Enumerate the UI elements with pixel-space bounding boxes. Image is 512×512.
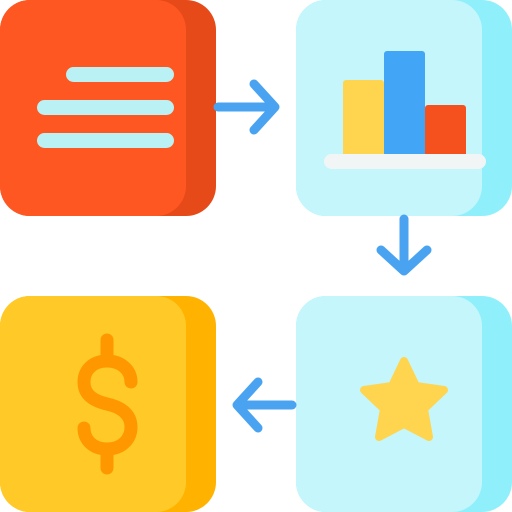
document-line [37, 133, 174, 148]
arrow-left-icon [232, 377, 297, 433]
arrow-right-icon [213, 79, 280, 135]
money-tile [0, 296, 216, 512]
chart-bar [343, 80, 384, 158]
chart-bar [384, 51, 425, 158]
rating-tile [296, 296, 512, 512]
chart-baseline [324, 154, 486, 169]
document-line [37, 100, 174, 115]
star-icon [360, 357, 448, 441]
dollar-sign-icon [77, 333, 138, 475]
bar-chart-icon [343, 51, 466, 158]
arrow-down-icon [376, 214, 432, 276]
chart-bar [425, 105, 466, 158]
document-tile [0, 0, 216, 216]
document-lines-icon [37, 67, 174, 148]
document-line [66, 67, 174, 82]
chart-tile [296, 0, 512, 216]
